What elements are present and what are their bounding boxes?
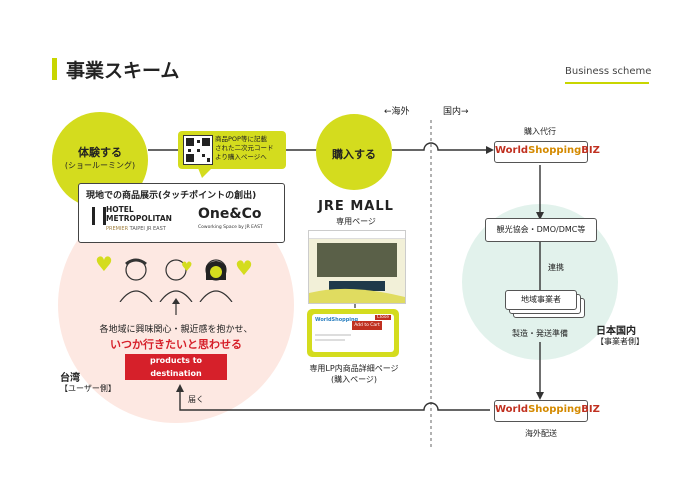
oneco-logo: One&Co	[198, 206, 262, 222]
ws-brand-mid: Shopping	[528, 145, 582, 156]
jre-mall-logo: JRE MALL	[318, 199, 394, 214]
experience-subtitle: (ショールーミング)	[64, 161, 136, 170]
ws-brand-left: World	[495, 404, 529, 415]
showcase-box	[78, 183, 285, 243]
showcase-title: 現地での商品展示(タッチポイントの創出)	[86, 191, 257, 201]
cooperation-label: 連携	[548, 263, 564, 272]
local-business-box: 地域事業者	[505, 290, 577, 310]
oneco-tagline: Coworking Space by JR EAST	[198, 225, 263, 230]
ws-brand-left: World	[495, 145, 529, 156]
worldshopping-biz-bottom: WorldShoppingBIZ	[494, 400, 600, 422]
lp-page-cart-popup: WorldShopping Add to Cart Close	[312, 314, 394, 352]
purchase-agent-label: 購入代行	[524, 127, 556, 136]
overseas-label: ←海外	[384, 107, 410, 117]
purchase-label: 購入する	[332, 148, 376, 161]
arrow-delivery	[179, 392, 490, 411]
lp-caption-line-1: 専用LP内商品詳細ページ	[309, 364, 399, 373]
people-illustration	[119, 258, 233, 302]
lp-cart-brand: WorldShopping	[315, 317, 359, 323]
heart-icon: ♥	[235, 256, 253, 280]
hotel-premier: PREMIER TAIPEI JR EAST	[106, 226, 166, 232]
lp-page-caption: 専用LP内商品詳細ページ (購入ページ)	[300, 363, 408, 385]
heart-icon: ♥	[95, 252, 113, 276]
qr-bubble-text: 商品POP等に記載 された二次元コード より購入ページへ	[215, 135, 274, 162]
manufacture-label: 製造・発送準備	[512, 329, 568, 338]
heart-icon: ♥	[181, 260, 193, 275]
tourism-box: 観光協会・DMO/DMC等	[485, 218, 597, 242]
taiwan-label: 台湾	[60, 373, 80, 384]
arrow-purchase-ws	[392, 142, 486, 151]
worldshopping-biz-top: WorldShoppingBIZ	[494, 141, 600, 163]
hotel-logo-text: HOTEL METROPOLITAN	[106, 205, 172, 223]
qr-bubble-tail	[198, 168, 212, 178]
hotel-premier-text: PREMIER	[106, 226, 129, 232]
qr-code-icon	[183, 135, 213, 165]
lp-caption-line-2: (購入ページ)	[330, 375, 378, 384]
qr-line-3: より購入ページへ	[215, 153, 267, 161]
message-line-2: いつか行きたいと思わせる	[110, 338, 242, 351]
japan-label: 日本国内	[596, 326, 636, 337]
hotel-tag: TAIPEI JR EAST	[129, 226, 166, 232]
title-accent-bar	[52, 58, 57, 80]
ws-brand-right: BIZ	[581, 404, 600, 415]
taiwan-side-label: 【ユーザー側】	[60, 384, 116, 393]
ship-overseas-label: 海外配送	[525, 429, 557, 438]
lp-close-button[interactable]: Close	[374, 315, 391, 320]
domestic-label: 国内→	[443, 107, 469, 117]
page-subtitle: Business scheme	[565, 66, 652, 77]
message-line-1: 各地域に興味関心・親近感を抱かせ、	[99, 325, 253, 335]
qr-line-1: 商品POP等に記載	[215, 135, 267, 143]
hotel-line-2: METROPOLITAN	[106, 214, 172, 223]
lp-add-to-cart-button[interactable]: Add to Cart	[352, 321, 382, 330]
jre-mall-screenshot	[308, 230, 406, 304]
qr-line-2: された二次元コード	[215, 144, 274, 152]
japan-side-label: 【事業者側】	[596, 337, 644, 346]
hotel-line-1: HOTEL	[106, 205, 134, 214]
jre-mall-sub: 専用ページ	[336, 217, 376, 226]
hotel-logo-icon	[92, 207, 106, 225]
products-to-destination-badge: products to destination	[125, 354, 227, 380]
ws-brand-mid: Shopping	[528, 404, 582, 415]
ws-brand-right: BIZ	[581, 145, 600, 156]
subtitle-underline	[565, 82, 649, 84]
page-title: 事業スキーム	[66, 60, 180, 82]
deliver-label: 届く	[188, 395, 204, 404]
experience-title: 体験する	[78, 146, 122, 159]
purchase-circle	[316, 114, 392, 190]
